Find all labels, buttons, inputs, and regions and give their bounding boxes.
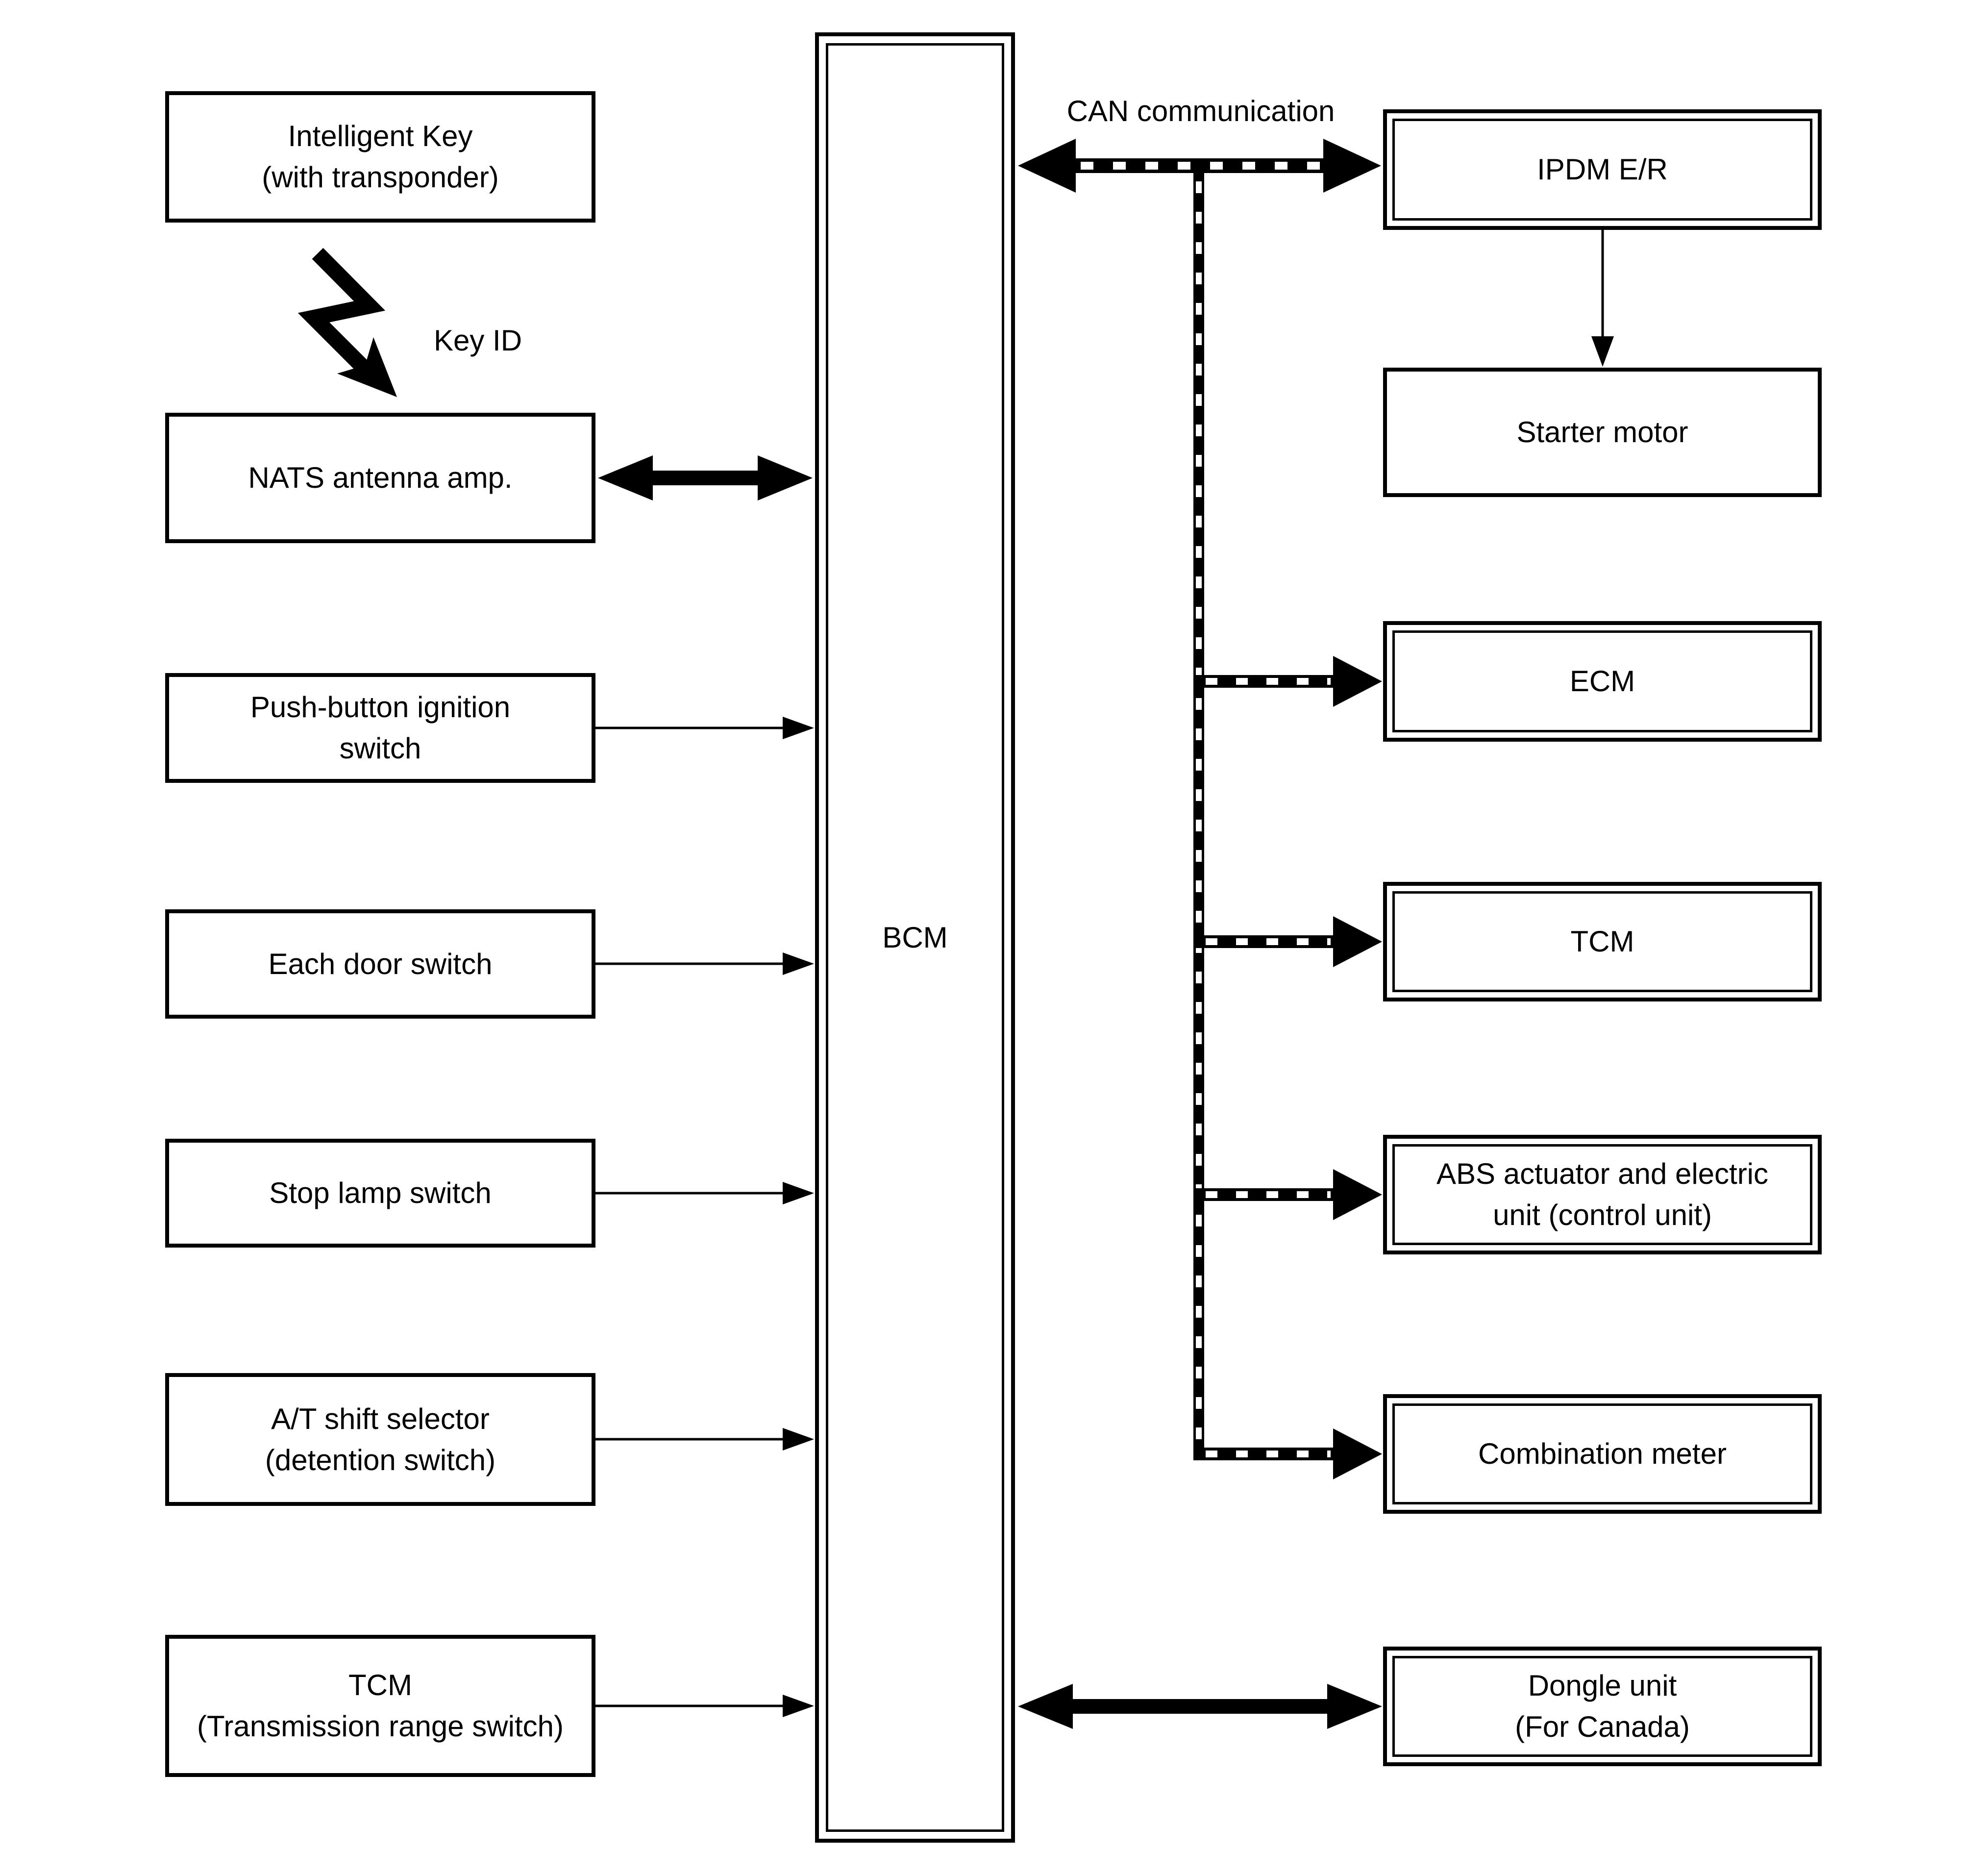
box-each-door-switch: Each door switch: [165, 909, 595, 1019]
arrow-stop-lamp-to-bcm: [595, 1182, 814, 1204]
box-combination-meter: Combination meter: [1383, 1394, 1822, 1514]
box-at-shift-selector: A/T shift selector (detention switch): [165, 1373, 595, 1506]
box-label-line: TCM: [348, 1669, 412, 1701]
box-label-line: BCM: [882, 921, 948, 954]
can-branch-ecm-arrow: [1193, 656, 1382, 707]
box-bcm-inner-border: BCM: [826, 43, 1004, 1832]
box-tcm-right: TCM: [1383, 882, 1822, 1001]
box-stop-lamp-switch: Stop lamp switch: [165, 1139, 595, 1248]
box-abs-actuator: ABS actuator and electric unit (control …: [1383, 1135, 1822, 1254]
box-label-line: switch: [339, 732, 421, 765]
box-label-line: Dongle unit: [1528, 1669, 1677, 1702]
key-id-label: Key ID: [434, 324, 522, 357]
arrow-tcm-to-bcm: [595, 1695, 814, 1717]
box-label-line: ABS actuator and electric: [1436, 1157, 1769, 1190]
box-starter-motor: Starter motor: [1383, 368, 1822, 497]
box-intelligent-key: Intelligent Key (with transponder): [165, 91, 595, 223]
box-label-line: Combination meter: [1478, 1437, 1727, 1470]
box-tcm-transmission-range-switch: TCM (Transmission range switch): [165, 1635, 595, 1777]
box-label-line: unit (control unit): [1493, 1199, 1712, 1231]
can-branch-abs-arrow: [1193, 1169, 1382, 1220]
box-label-line: Stop lamp switch: [269, 1176, 492, 1209]
box-push-button-ignition-switch: Push-button ignition switch: [165, 673, 595, 783]
box-inner-border: IPDM E/R: [1392, 119, 1812, 221]
can-branch-tcm-arrow: [1193, 916, 1382, 967]
box-label-line: (detention switch): [265, 1443, 496, 1476]
box-ecm: ECM: [1383, 621, 1822, 742]
box-nats-antenna-amp: NATS antenna amp.: [165, 413, 595, 543]
bcm-dongle-double-arrow: [1018, 1684, 1382, 1729]
box-label-line: (Transmission range switch): [197, 1710, 564, 1743]
box-dongle-unit: Dongle unit (For Canada): [1383, 1647, 1822, 1766]
box-ipdm-er: IPDM E/R: [1383, 109, 1822, 230]
arrow-at-shift-to-bcm: [595, 1428, 814, 1451]
box-label-line: TCM: [1570, 925, 1634, 958]
box-label-line: A/T shift selector: [271, 1402, 490, 1435]
box-inner-border: ABS actuator and electric unit (control …: [1392, 1144, 1812, 1245]
box-label-line: NATS antenna amp.: [248, 461, 513, 494]
can-branch-combination-meter-arrow: [1193, 1428, 1382, 1479]
box-inner-border: TCM: [1392, 891, 1812, 992]
arrow-ipdm-to-starter: [1591, 230, 1614, 367]
arrow-push-button-to-bcm: [595, 717, 814, 739]
box-label-line: (with transponder): [262, 161, 499, 194]
box-label-line: Each door switch: [268, 947, 493, 980]
box-label-line: Starter motor: [1516, 416, 1688, 449]
box-label-line: Push-button ignition: [250, 691, 511, 724]
key-id-lightning-icon: [297, 248, 397, 397]
nats-bcm-double-arrow: [598, 455, 813, 500]
box-bcm: BCM: [815, 32, 1015, 1843]
arrow-each-door-to-bcm: [595, 952, 814, 975]
box-label-line: ECM: [1569, 665, 1635, 698]
box-label-line: Intelligent Key: [288, 120, 473, 152]
box-label-line: (For Canada): [1515, 1710, 1690, 1743]
box-inner-border: Combination meter: [1392, 1403, 1812, 1504]
can-communication-label: CAN communication: [1066, 95, 1335, 127]
box-label-line: IPDM E/R: [1537, 153, 1668, 186]
box-inner-border: ECM: [1392, 630, 1812, 732]
box-inner-border: Dongle unit (For Canada): [1392, 1656, 1812, 1757]
